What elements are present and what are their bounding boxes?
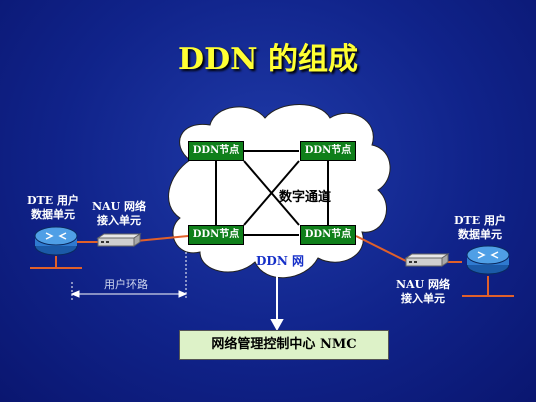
user-loop-label: 用户环路 xyxy=(104,278,148,291)
page-title: DDN 的组成 xyxy=(178,42,358,77)
digital-channel-label: 数字通道 xyxy=(279,190,332,205)
left-nau-node-line xyxy=(135,235,189,242)
link-diag-2 xyxy=(243,160,300,226)
right-nau-modem-icon xyxy=(404,253,450,267)
left-dte-label-line2: 数据单元 xyxy=(31,208,75,221)
right-dte-label-line2: 数据单元 xyxy=(458,228,502,241)
right-node-nau-line xyxy=(355,235,409,263)
left-nau-label-line2: 接入单元 xyxy=(97,214,141,227)
nmc-box: 网络管理控制中心 NMC xyxy=(179,330,389,360)
ddn-node-bottom-left: DDN节点 xyxy=(188,225,244,245)
right-nau-label-line2: 接入单元 xyxy=(401,292,445,305)
ddn-node-top-left: DDN节点 xyxy=(188,141,244,161)
user-loop-marker xyxy=(70,240,188,300)
nmc-link xyxy=(270,261,284,332)
access-lines xyxy=(30,235,514,297)
left-dte-label: DTE 用户 数据单元 xyxy=(22,194,84,222)
left-dte-label-line1: DTE 用户 xyxy=(27,194,79,207)
left-dte-router-icon xyxy=(34,226,78,256)
right-dte-router-icon xyxy=(466,245,510,275)
left-nau-modem-icon xyxy=(96,233,142,247)
left-nau-label: NAU 网络 接入单元 xyxy=(88,200,150,228)
digital-channel-links xyxy=(215,150,329,236)
ddn-node-bottom-right: DDN节点 xyxy=(300,225,356,245)
ddn-network-label: DDN 网 xyxy=(256,254,304,268)
left-nau-label-line1: NAU 网络 xyxy=(91,200,146,213)
right-nau-label-line1: NAU 网络 xyxy=(395,278,450,291)
right-dte-label-line1: DTE 用户 xyxy=(454,214,506,227)
ddn-node-top-right: DDN节点 xyxy=(300,141,356,161)
right-dte-label: DTE 用户 数据单元 xyxy=(446,214,514,242)
right-nau-label: NAU 网络 接入单元 xyxy=(388,278,458,306)
